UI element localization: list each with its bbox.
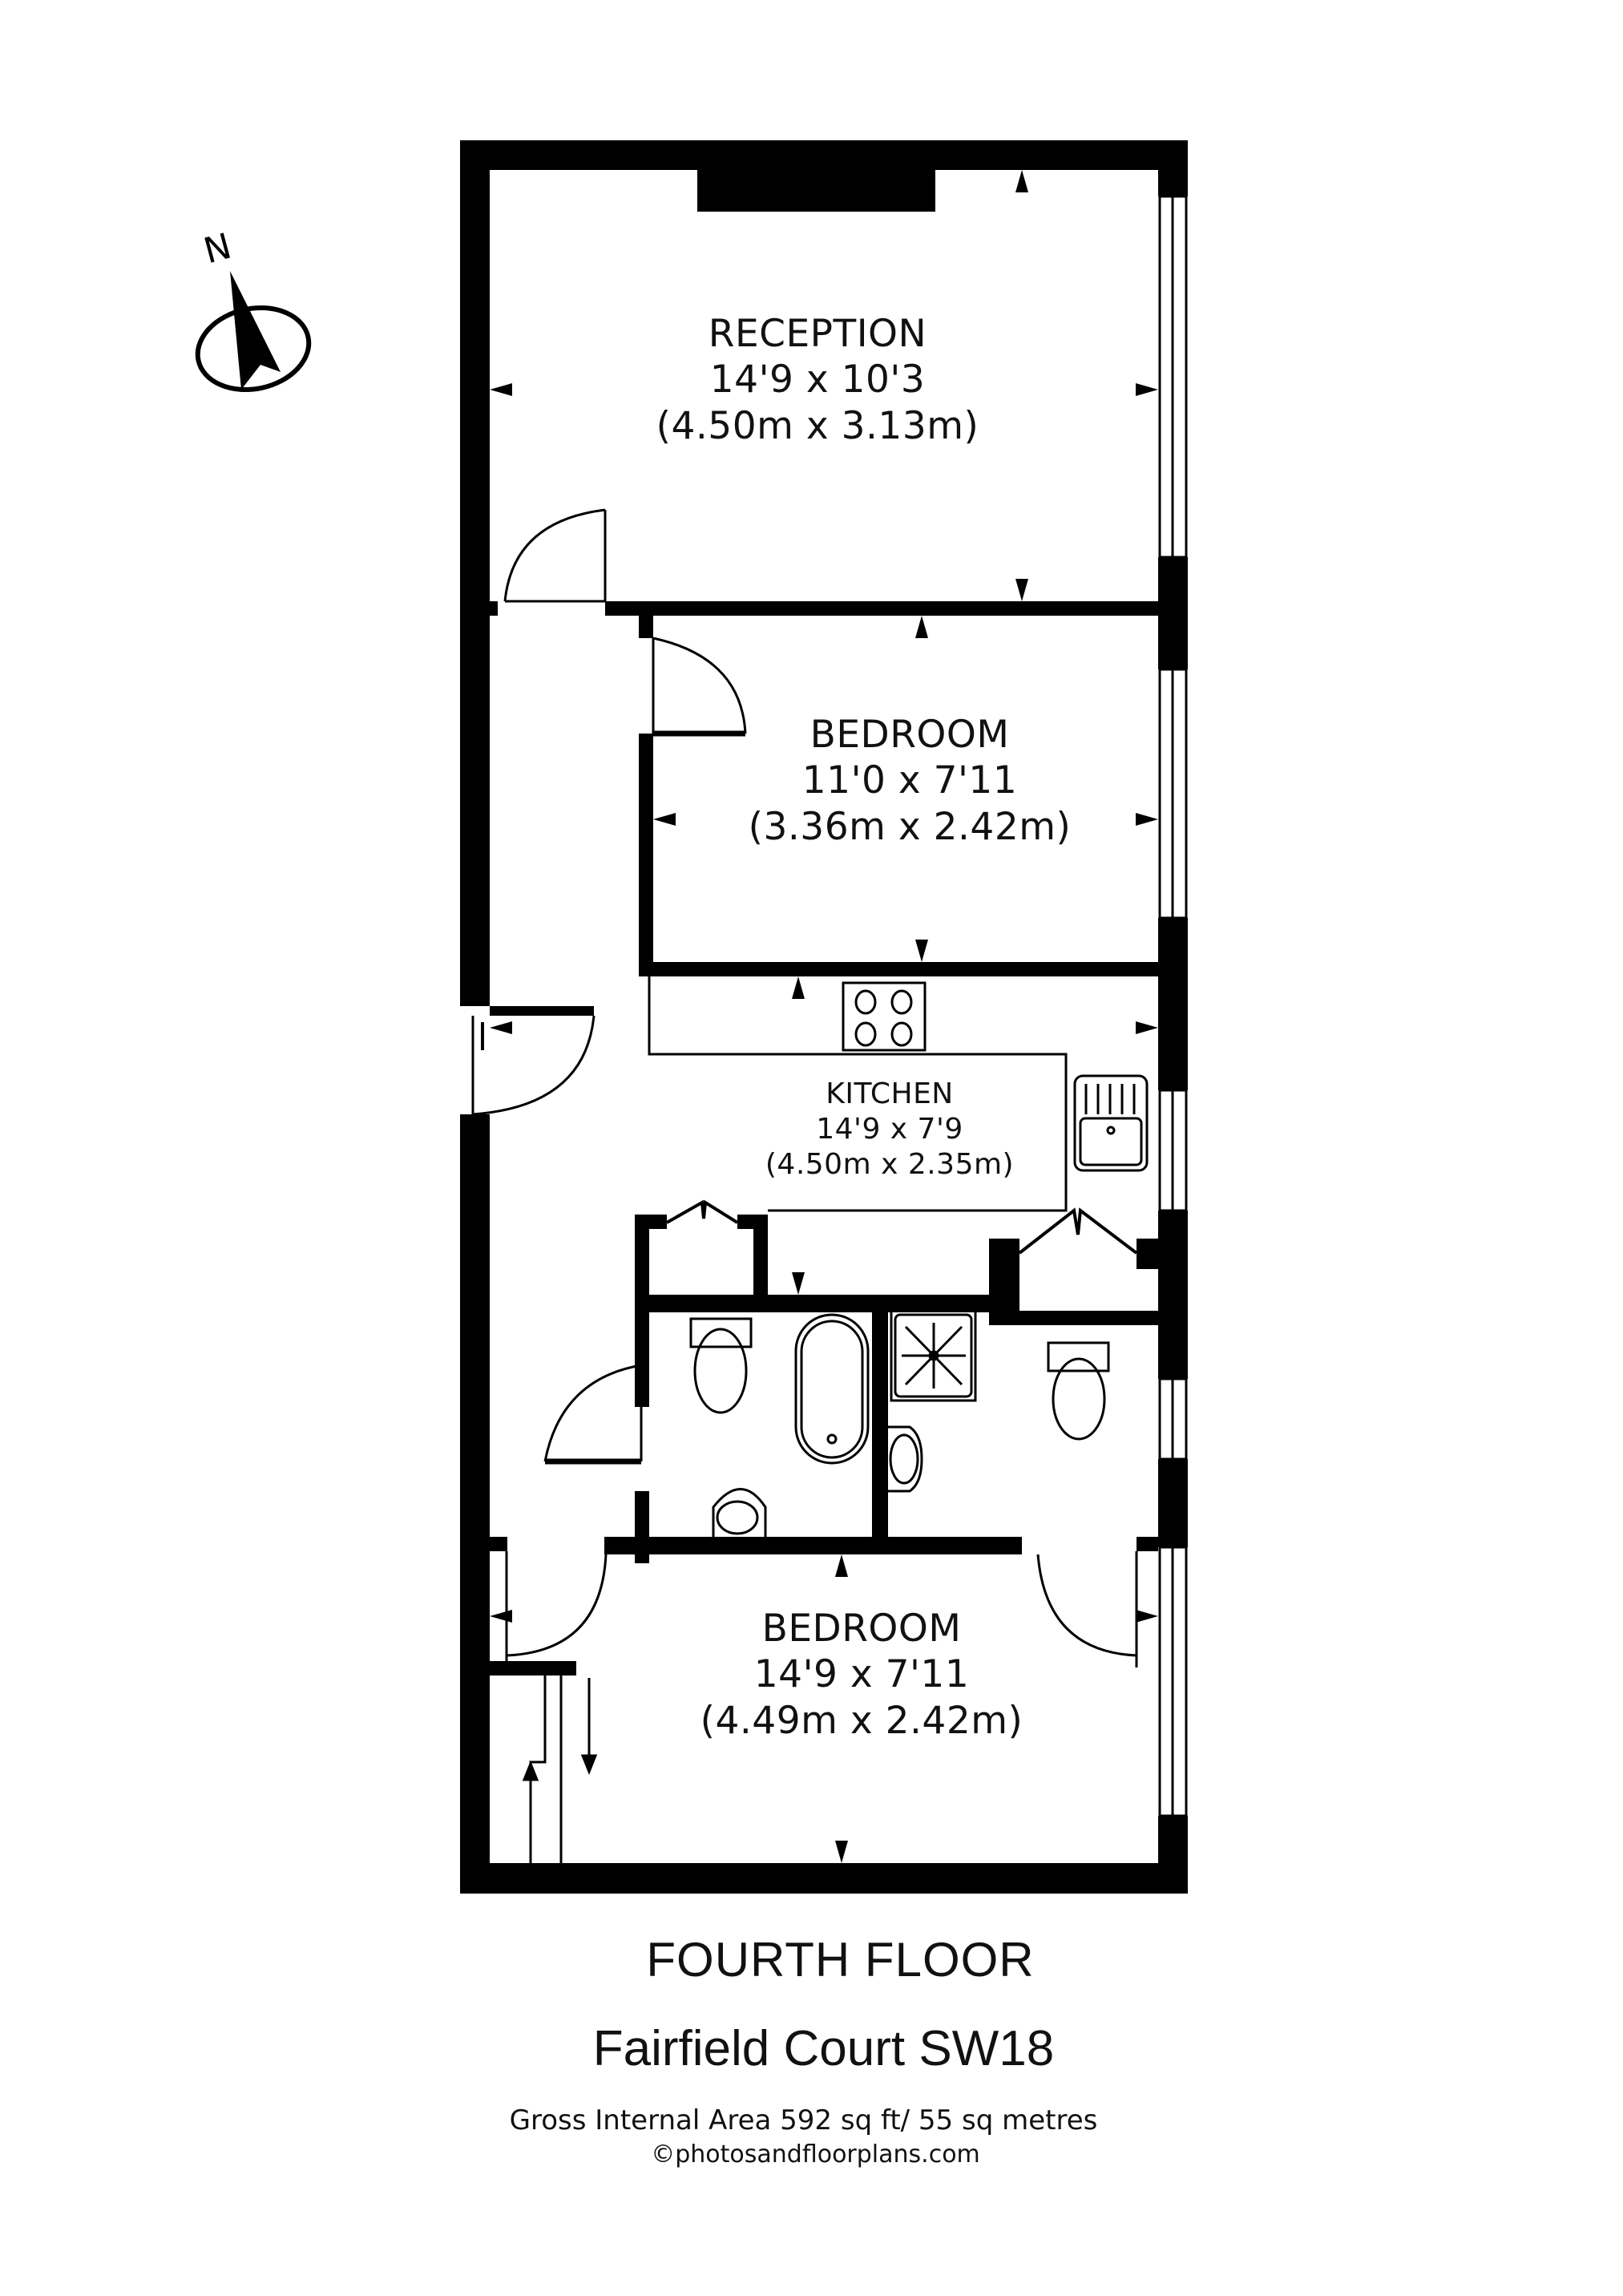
room-dimensions-imperial: 14'9 x 7'9: [816, 1112, 963, 1146]
sink-icon: [1073, 1074, 1149, 1172]
shower-tray-icon: [890, 1309, 977, 1402]
room-dimensions-metric: (4.50m x 2.35m): [765, 1147, 1015, 1181]
room-name: KITCHEN: [826, 1077, 954, 1110]
hob-icon: [842, 981, 927, 1052]
windows: [1158, 195, 1188, 1817]
copyright-notice: ©photosandfloorplans.com: [651, 2140, 980, 2169]
toilet-icon: [689, 1317, 753, 1414]
basin-icon: [712, 1488, 767, 1537]
room-label-reception: RECEPTION 14'9 x 10'3 (4.50m x 3.13m): [609, 311, 1026, 449]
room-dimensions-metric: (4.50m x 3.13m): [656, 403, 979, 448]
toilet-icon-2: [1047, 1341, 1110, 1441]
room-name: RECEPTION: [708, 312, 927, 356]
floor-title: FOURTH FLOOR: [646, 1933, 1035, 1987]
basin-icon-2: [888, 1425, 923, 1493]
room-name: BEDROOM: [809, 713, 1010, 757]
room-dimensions-metric: (4.49m x 2.42m): [700, 1698, 1023, 1743]
room-dimensions-imperial: 14'9 x 10'3: [709, 358, 926, 402]
room-label-bedroom-2: BEDROOM 14'9 x 7'11 (4.49m x 2.42m): [657, 1606, 1066, 1744]
cupboard-doors: [666, 1199, 1138, 1255]
bath-icon: [794, 1313, 870, 1465]
wardrobe-icon: [522, 1678, 598, 1858]
room-name: BEDROOM: [761, 1607, 962, 1651]
room-label-bedroom-1: BEDROOM 11'0 x 7'11 (3.36m x 2.42m): [705, 712, 1114, 850]
gross-internal-area: Gross Internal Area 592 sq ft/ 55 sq met…: [509, 2104, 1098, 2136]
room-dimensions-imperial: 14'9 x 7'11: [753, 1652, 970, 1697]
outer-walls: [460, 140, 1188, 1894]
building-name: Fairfield Court SW18: [592, 2021, 1055, 2076]
room-dimensions-imperial: 11'0 x 7'11: [801, 758, 1018, 803]
doors: [471, 508, 1138, 1863]
internal-walls: [490, 601, 1158, 1676]
kitchen-worktop: [648, 976, 1068, 1212]
room-dimensions-metric: (3.36m x 2.42m): [748, 804, 1072, 849]
north-arrow-icon: [195, 271, 312, 393]
dimension-markers: [490, 170, 1158, 1863]
room-label-kitchen: KITCHEN 14'9 x 7'9 (4.50m x 2.35m): [705, 1077, 1074, 1182]
